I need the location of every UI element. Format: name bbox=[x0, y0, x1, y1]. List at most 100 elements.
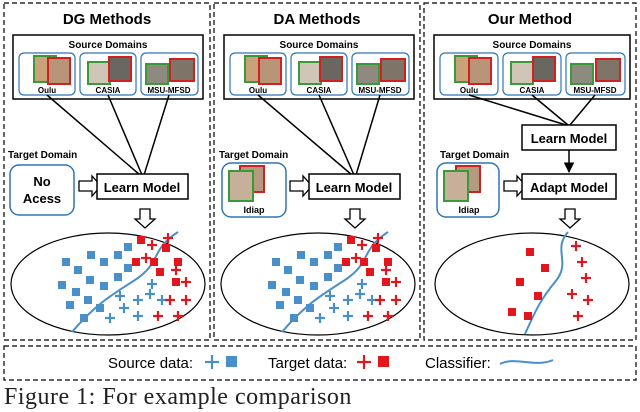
square-marker bbox=[114, 273, 122, 281]
square-marker bbox=[72, 288, 80, 296]
square-marker bbox=[86, 276, 94, 284]
figure-caption: Figure 1: For example comparison bbox=[4, 384, 352, 410]
square-marker bbox=[296, 276, 304, 284]
square-marker bbox=[366, 268, 374, 276]
square-marker bbox=[310, 258, 318, 266]
svg-text:Oulu: Oulu bbox=[249, 86, 267, 95]
square-marker bbox=[272, 258, 280, 266]
svg-text:MSU-MFSD: MSU-MFSD bbox=[573, 86, 616, 95]
domain-msu-mfsd: MSU-MFSD bbox=[565, 52, 626, 96]
domain-casia: CASIA bbox=[79, 52, 137, 96]
svg-text:Oulu: Oulu bbox=[38, 86, 56, 95]
square-marker bbox=[310, 282, 318, 290]
square-marker bbox=[84, 296, 92, 304]
panel-title: Our Method bbox=[488, 11, 572, 28]
square-marker bbox=[342, 258, 350, 266]
square-marker bbox=[276, 301, 284, 309]
square-marker bbox=[297, 251, 305, 259]
target-box-line1: No bbox=[33, 174, 50, 189]
adapt-model-label: Adapt Model bbox=[530, 180, 608, 195]
square-marker bbox=[150, 258, 158, 266]
svg-text:Source Domains: Source Domains bbox=[493, 40, 572, 51]
square-marker bbox=[132, 258, 140, 266]
square-marker bbox=[66, 301, 74, 309]
svg-text:CASIA: CASIA bbox=[96, 86, 121, 95]
panel-dg-methods: DG Methods Source Domains Oulu CASIA MSU… bbox=[8, 11, 206, 336]
square-marker bbox=[87, 251, 95, 259]
square-marker bbox=[58, 281, 66, 289]
square-marker bbox=[268, 281, 276, 289]
square-marker bbox=[100, 282, 108, 290]
square-marker bbox=[124, 243, 132, 251]
target-box-line2: Acess bbox=[23, 191, 61, 206]
square-marker bbox=[334, 243, 342, 251]
square-marker bbox=[382, 278, 390, 286]
target-domain-label: Target Domain bbox=[8, 150, 77, 161]
square-marker bbox=[96, 304, 104, 312]
square-marker bbox=[324, 251, 332, 259]
svg-text:CASIA: CASIA bbox=[307, 86, 332, 95]
domain-msu-mfsd: MSU-MFSD bbox=[140, 52, 199, 96]
svg-text:Oulu: Oulu bbox=[460, 86, 478, 95]
square-marker bbox=[508, 308, 516, 316]
svg-text:CASIA: CASIA bbox=[520, 86, 545, 95]
legend-target-label: Target data: bbox=[268, 355, 347, 372]
square-marker bbox=[74, 266, 82, 274]
square-marker bbox=[124, 264, 132, 272]
svg-text:MSU-MFSD: MSU-MFSD bbox=[358, 86, 401, 95]
panel-3-border bbox=[423, 2, 637, 341]
svg-text:MSU-MFSD: MSU-MFSD bbox=[147, 86, 190, 95]
square-marker bbox=[62, 258, 70, 266]
square-marker bbox=[284, 266, 292, 274]
square-marker bbox=[347, 236, 355, 244]
svg-text:Idiap: Idiap bbox=[243, 205, 265, 215]
source-domains-label: Source Domains bbox=[69, 40, 148, 51]
square-marker bbox=[282, 288, 290, 296]
figure-diagram: DG Methods Source Domains Oulu CASIA MSU… bbox=[3, 2, 637, 381]
svg-text:Learn Model: Learn Model bbox=[316, 180, 393, 195]
domain-msu-mfsd: MSU-MFSD bbox=[351, 52, 410, 96]
domain-oulu: Oulu bbox=[18, 52, 76, 96]
scatter-panel-3 bbox=[508, 241, 593, 321]
domain-casia: CASIA bbox=[502, 52, 562, 96]
legend-source-label: Source data: bbox=[108, 355, 193, 372]
square-marker bbox=[360, 258, 368, 266]
square-marker bbox=[174, 258, 182, 266]
legend-classifier-label: Classifier: bbox=[425, 355, 491, 372]
scatter-panel-2 bbox=[268, 233, 401, 323]
panel-our-method: Our Method Source Domains Oulu CASIA MSU… bbox=[433, 11, 631, 336]
svg-text:Target Domain: Target Domain bbox=[440, 150, 509, 161]
square-marker bbox=[524, 312, 532, 320]
square-marker bbox=[294, 296, 302, 304]
square-marker bbox=[290, 314, 298, 322]
svg-text:Idiap: Idiap bbox=[458, 205, 480, 215]
square-marker bbox=[384, 258, 392, 266]
learn-model-label: Learn Model bbox=[531, 131, 608, 146]
panel-da-methods: DA Methods Source Domains Oulu CASIA MSU… bbox=[219, 11, 416, 336]
square-marker bbox=[156, 268, 164, 276]
square-marker bbox=[114, 251, 122, 259]
domain-oulu: Oulu bbox=[439, 52, 499, 96]
square-marker bbox=[137, 236, 145, 244]
square-marker bbox=[324, 273, 332, 281]
panel-title: DG Methods bbox=[63, 11, 151, 28]
legend-border bbox=[3, 345, 637, 381]
square-marker bbox=[541, 264, 549, 272]
svg-text:Source Domains: Source Domains bbox=[280, 40, 359, 51]
svg-text:Target Domain: Target Domain bbox=[219, 150, 288, 161]
square-marker bbox=[526, 248, 534, 256]
square-marker bbox=[172, 278, 180, 286]
square-marker bbox=[306, 304, 314, 312]
square-marker bbox=[516, 278, 524, 286]
square-marker bbox=[334, 264, 342, 272]
square-marker bbox=[162, 244, 170, 252]
scatter-panel-1 bbox=[58, 233, 191, 323]
domain-casia: CASIA bbox=[290, 52, 348, 96]
square-marker bbox=[534, 292, 542, 300]
square-marker bbox=[372, 244, 380, 252]
square-marker bbox=[80, 314, 88, 322]
learn-model-label: Learn Model bbox=[104, 180, 181, 195]
domain-oulu: Oulu bbox=[229, 52, 287, 96]
square-marker bbox=[100, 258, 108, 266]
panel-title: DA Methods bbox=[274, 11, 361, 28]
